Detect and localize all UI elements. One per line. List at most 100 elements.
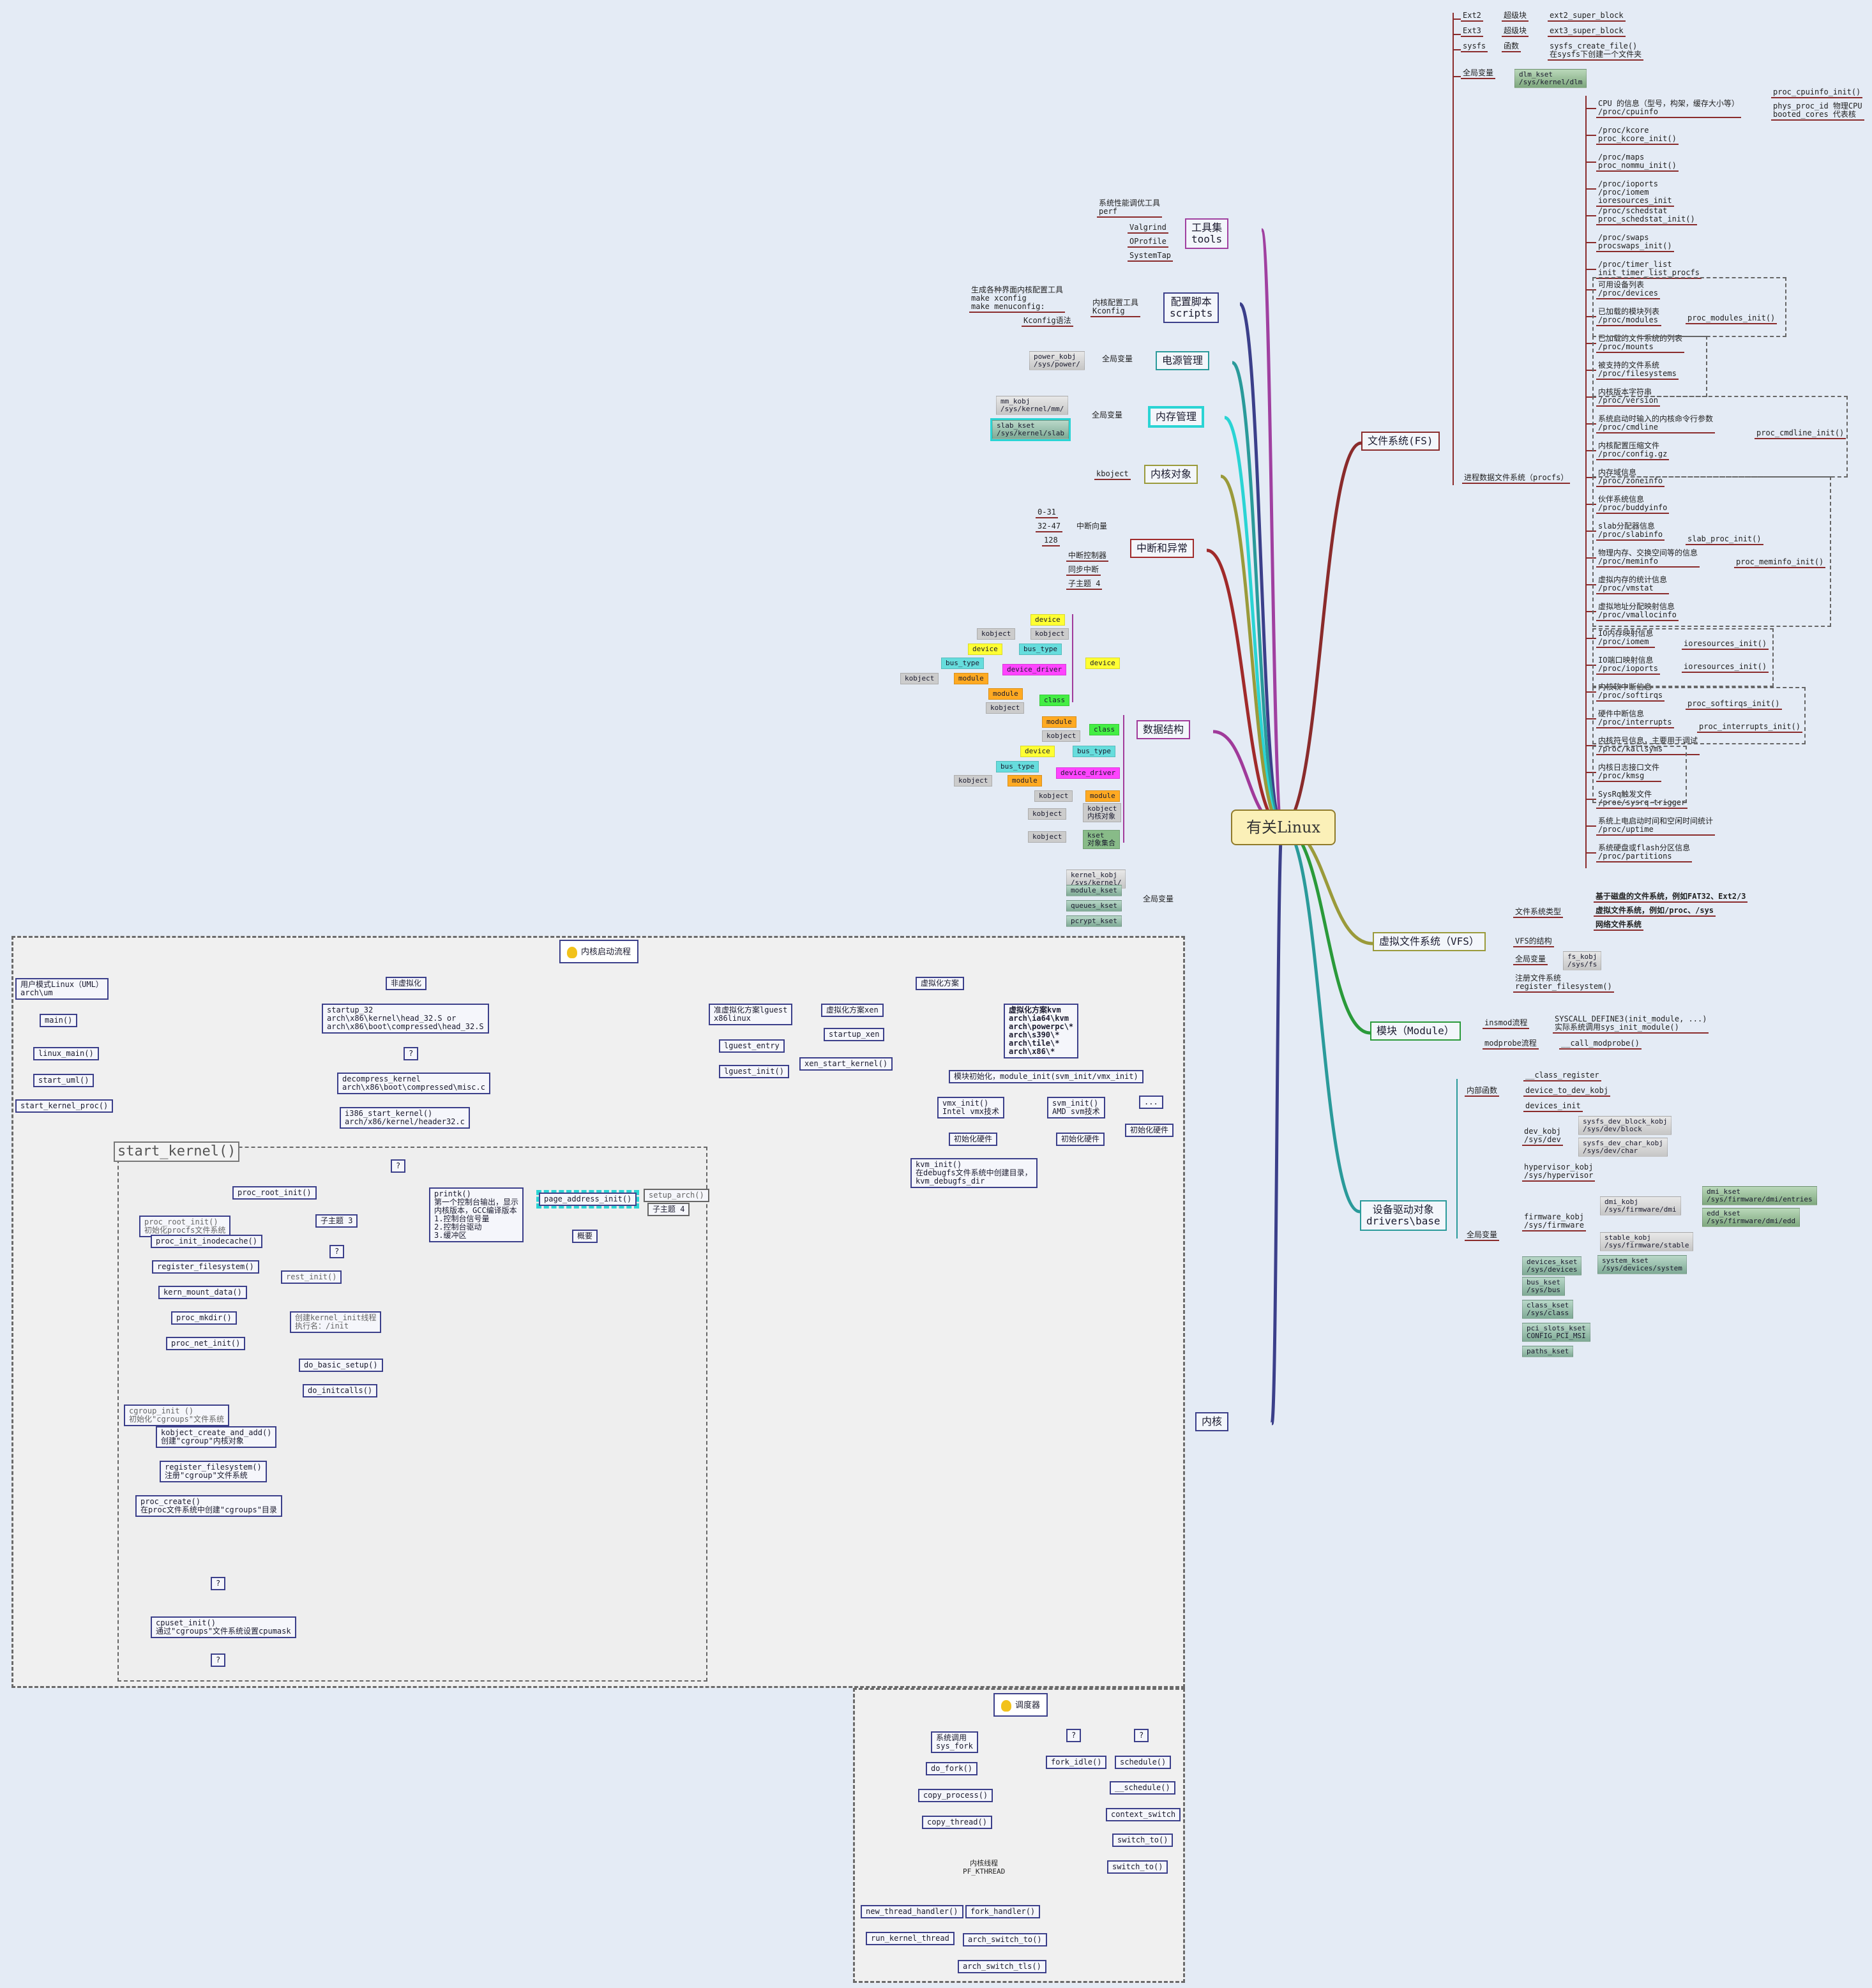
boot-rest-init[interactable]: rest_init() bbox=[281, 1270, 342, 1284]
fs-top-mid-2[interactable]: 函数 bbox=[1502, 42, 1521, 52]
boot-hw-2[interactable]: 初始化硬件 bbox=[1125, 1124, 1174, 1137]
fs-top-2[interactable]: sysfs bbox=[1461, 42, 1488, 52]
boot-uml-step-2[interactable]: start_uml() bbox=[33, 1074, 94, 1087]
module-modprobe-item[interactable]: __call_modprobe() bbox=[1559, 1039, 1642, 1050]
procfs-item-21[interactable]: IO端口映射信息 /proc/ioports bbox=[1596, 656, 1660, 675]
vfs-types-label[interactable]: 文件系统类型 bbox=[1513, 908, 1564, 918]
ds-tag-1[interactable]: kobject bbox=[977, 628, 1016, 640]
boot-q-2[interactable]: ? bbox=[211, 1577, 226, 1590]
ds-tag-13[interactable]: module bbox=[1042, 716, 1076, 728]
mem-item-1[interactable]: slab_kset /sys/kernel/slab bbox=[990, 418, 1071, 441]
ds-tag-26[interactable]: kobject bbox=[1028, 831, 1067, 843]
procfs-item-6[interactable]: /proc/timer_list init_timer_list_procfs bbox=[1596, 260, 1702, 279]
drivers-internal-0[interactable]: __class_register bbox=[1523, 1071, 1601, 1081]
procfs-right-6[interactable]: ioresources_init() bbox=[1682, 640, 1769, 650]
procfs-item-12[interactable]: 系统启动时输入的内核命令行参数 /proc/cmdline bbox=[1596, 415, 1716, 433]
sched-right-0[interactable]: ? bbox=[1134, 1729, 1149, 1742]
boot-proc-step-2[interactable]: kern_mount_data() bbox=[158, 1286, 247, 1299]
irq-vector-2[interactable]: 128 bbox=[1042, 536, 1060, 546]
boot-lguest[interactable]: 准虚拟化方案lguest x86linux bbox=[709, 1004, 793, 1025]
irq-vector-0[interactable]: 0-31 bbox=[1036, 508, 1058, 518]
module-insmod-item[interactable]: SYSCALL_DEFINE3(init_module, ...) 实际系统调用… bbox=[1553, 1015, 1709, 1034]
boot-cpuset[interactable]: cpuset_init() 通过"cgroups"文件系统设置cpumask bbox=[151, 1616, 296, 1638]
boot-proc-step-1[interactable]: register_filesystem() bbox=[152, 1260, 259, 1274]
procfs-item-14[interactable]: 内存域信息 /proc/zoneinfo bbox=[1596, 469, 1665, 487]
procfs-item-28[interactable]: 系统硬盘或flash分区信息 /proc/partitions bbox=[1596, 844, 1693, 862]
ds-tag-21[interactable]: module bbox=[1008, 775, 1042, 787]
drivers-internal-2[interactable]: devices_init bbox=[1523, 1102, 1583, 1112]
procfs-right-5[interactable]: proc_meminfo_init() bbox=[1734, 558, 1826, 568]
sched-left2-0[interactable]: new_thread_handler() bbox=[861, 1905, 963, 1918]
drivers-item-6[interactable]: pci_slots_kset CONFIG_PCI_MSI bbox=[1522, 1323, 1590, 1342]
procfs-item-11[interactable]: 内核版本字符串 /proc/version bbox=[1596, 388, 1660, 407]
boot-cgroup-note[interactable]: cgroup_init () 初始化"cgroups"文件系统 bbox=[124, 1404, 230, 1426]
procfs-right-2[interactable]: proc_modules_init() bbox=[1686, 314, 1778, 324]
procfs-right-4[interactable]: slab_proc_init() bbox=[1686, 535, 1763, 545]
fs-top-val-1[interactable]: ext3_super_block bbox=[1548, 27, 1626, 37]
branch-vfs[interactable]: 虚拟文件系统（VFS） bbox=[1373, 932, 1486, 951]
ds-tag-11[interactable]: kobject bbox=[986, 702, 1025, 714]
fs-top-val-2[interactable]: sysfs_create_file() 在sysfs下创建一个文件夹 bbox=[1548, 42, 1644, 61]
ds-tag-15[interactable]: class bbox=[1089, 724, 1120, 735]
boot-flow-title[interactable]: 内核启动流程 bbox=[559, 940, 639, 963]
drivers-item-4[interactable]: bus_kset /sys/bus bbox=[1522, 1277, 1565, 1296]
irq-item-1[interactable]: 同步中断 bbox=[1066, 566, 1101, 576]
sched-right-3[interactable]: context_switch bbox=[1106, 1808, 1181, 1821]
boot-page-addr[interactable]: page_address_init() bbox=[536, 1190, 640, 1209]
branch-mem[interactable]: 内存管理 bbox=[1148, 406, 1205, 428]
ds-tag-16[interactable]: device bbox=[1020, 746, 1055, 757]
tools-item-0[interactable]: 系统性能调优工具 perf bbox=[1097, 199, 1163, 218]
procfs-right-3[interactable]: proc_cmdline_init() bbox=[1755, 429, 1846, 439]
boot-do-initcalls[interactable]: do_initcalls() bbox=[303, 1384, 378, 1397]
vfs-struct[interactable]: VFS的结构 bbox=[1513, 937, 1554, 947]
procfs-right-8[interactable]: proc_softirqs_init() bbox=[1686, 700, 1782, 710]
boot-printk[interactable]: printk() 第一个控制台输出，显示 内核版本，GCC编译版本 1.控制台信… bbox=[429, 1187, 524, 1242]
ds-tag-8[interactable]: module bbox=[954, 673, 988, 684]
boot-xen-step-0[interactable]: startup_xen bbox=[824, 1028, 885, 1041]
boot-cgroup-step-2[interactable]: proc_create() 在proc文件系统中创建"cgroups"目录 bbox=[135, 1495, 282, 1517]
sched-left-0[interactable]: 系统调用 sys_fork bbox=[931, 1731, 978, 1753]
ds-tag-27[interactable]: kset 对象集合 bbox=[1083, 830, 1120, 849]
procfs-right-0[interactable]: proc_cpuinfo_init() bbox=[1771, 88, 1863, 98]
vfs-type-2[interactable]: 网络文件系统 bbox=[1594, 921, 1644, 931]
boot-proc-step-4[interactable]: proc_net_init() bbox=[166, 1337, 246, 1350]
ds-tag-25[interactable]: kobject 内核对象 bbox=[1083, 803, 1122, 822]
drivers-dev-sub-0[interactable]: sysfs_dev_block_kobj /sys/dev/block bbox=[1578, 1116, 1672, 1135]
ds-tag-5[interactable]: bus_type bbox=[941, 658, 984, 669]
vfs-type-0[interactable]: 基于磁盘的文件系统，例如FAT32、Ext2/3 bbox=[1594, 892, 1748, 903]
drivers-internal-1[interactable]: device_to_dev_kobj bbox=[1523, 1087, 1611, 1097]
boot-proc-step-3[interactable]: proc_mkdir() bbox=[171, 1311, 237, 1325]
sched-right-5[interactable]: switch_to() bbox=[1107, 1860, 1168, 1874]
irq-item-0[interactable]: 中断控制器 bbox=[1066, 552, 1109, 562]
boot-virt[interactable]: 虚拟化方案 bbox=[916, 977, 965, 990]
boot-dots[interactable]: ... bbox=[1139, 1096, 1163, 1109]
vfs-gvar-item[interactable]: fs_kobj /sys/fs bbox=[1563, 951, 1602, 970]
boot-q-3[interactable]: ? bbox=[211, 1653, 226, 1667]
irq-vector-1[interactable]: 32-47 bbox=[1036, 522, 1063, 532]
branch-drivers[interactable]: 设备驱动对象 drivers\base bbox=[1360, 1200, 1447, 1231]
ds-tag-17[interactable]: bus_type bbox=[1073, 746, 1115, 757]
ds-tag-24[interactable]: kobject bbox=[1028, 808, 1067, 820]
sched-arch-switch-tls[interactable]: arch_switch_tls() bbox=[958, 1960, 1046, 1973]
procfs-item-13[interactable]: 内核配置压缩文件 /proc/config.gz bbox=[1596, 442, 1670, 460]
sched-right-4[interactable]: switch_to() bbox=[1112, 1834, 1174, 1847]
boot-proc-root-init[interactable]: proc_root_init() bbox=[232, 1186, 317, 1200]
sched-arch-switch-to[interactable]: arch_switch_to() bbox=[963, 1933, 1047, 1947]
kernel-gvar[interactable]: 全局变量 bbox=[1143, 894, 1174, 903]
fs-top-val-3[interactable]: dlm_kset /sys/kernel/dlm bbox=[1514, 69, 1587, 88]
procfs-label[interactable]: 进程数据文件系统（procfs） bbox=[1462, 474, 1571, 484]
fs-top-0[interactable]: Ext2 bbox=[1461, 11, 1483, 22]
drivers-gvar[interactable]: 全局变量 bbox=[1465, 1231, 1500, 1241]
procfs-item-2[interactable]: /proc/maps proc_nommu_init() bbox=[1596, 153, 1679, 172]
branch-kobj[interactable]: 内核对象 bbox=[1144, 465, 1198, 484]
procfs-item-8[interactable]: 已加载的模块列表 /proc/modules bbox=[1596, 308, 1662, 326]
sched-left-2[interactable]: copy_process() bbox=[918, 1789, 993, 1802]
procfs-item-5[interactable]: /proc/swaps procswaps_init() bbox=[1596, 234, 1674, 252]
tools-item-1[interactable]: Valgrind bbox=[1128, 223, 1168, 234]
procfs-right-7[interactable]: ioresources_init() bbox=[1682, 663, 1769, 673]
ds-tag-9[interactable]: module bbox=[988, 688, 1023, 700]
boot-nonvirt-step-0[interactable]: startup_32 arch\x86\kernel\head_32.S or … bbox=[322, 1004, 489, 1034]
ds-tag-10[interactable]: class bbox=[1039, 695, 1070, 706]
procfs-item-23[interactable]: 硬件中断信息 /proc/interrupts bbox=[1596, 710, 1674, 728]
drivers-item-7[interactable]: paths_kset bbox=[1522, 1346, 1574, 1357]
